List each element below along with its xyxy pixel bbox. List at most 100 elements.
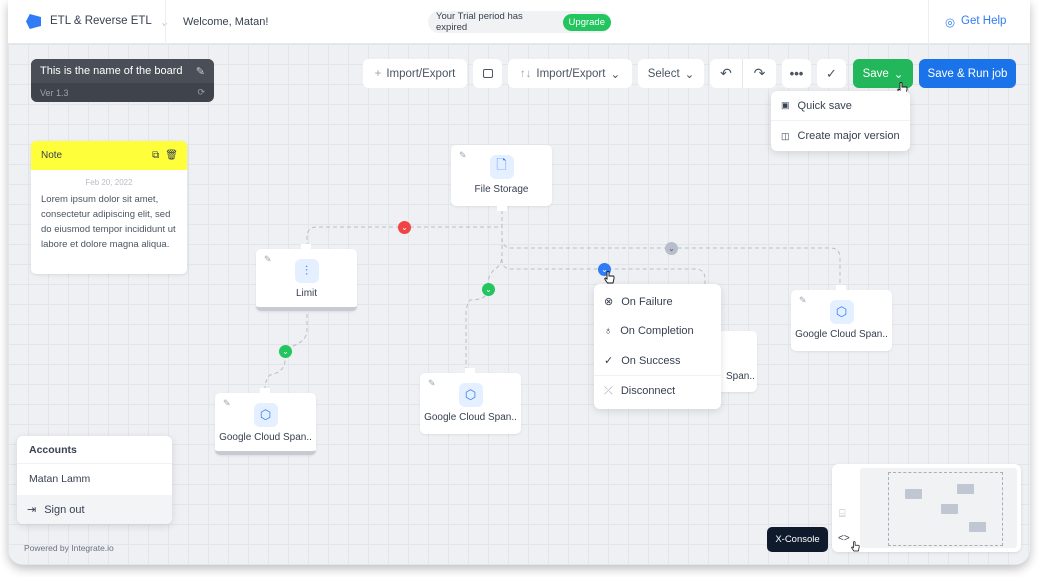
node-port[interactable] <box>497 205 507 211</box>
comment-icon <box>482 69 493 78</box>
menu-label: On Success <box>621 354 681 367</box>
node-port <box>301 244 311 250</box>
app-switcher[interactable]: ETL & Reverse ETL⌄ <box>50 15 169 29</box>
edge-file-limit <box>306 210 503 245</box>
quick-save-item[interactable]: ▣ Quick save <box>771 91 910 121</box>
failure-connector-marker[interactable]: ⌄ <box>398 221 411 234</box>
button-label: Import/Export <box>386 67 456 80</box>
on-success-item[interactable]: ✓ On Success <box>594 346 721 376</box>
node-label: Google Cloud Span.. <box>795 329 888 340</box>
x-circle-icon: ⊗ <box>604 296 614 308</box>
menu-label: Disconnect <box>620 385 676 397</box>
button-label: Save & Run job <box>927 67 1008 80</box>
code-icon[interactable]: <> <box>838 533 850 544</box>
redo-icon: ↷ <box>753 65 766 81</box>
spanner-icon: ⬡ <box>253 403 278 427</box>
redo-button[interactable]: ↷ <box>743 59 776 88</box>
spanner-icon: ⬡ <box>829 300 854 324</box>
minimap-viewport[interactable] <box>888 472 1003 546</box>
note-card[interactable]: Note ⧉🗑 Feb 20, 2022 Lorem ipsum dolor s… <box>31 141 187 274</box>
powered-by: Powered by Integrate.io <box>24 543 114 553</box>
sign-out-item[interactable]: ⇥ Sign out <box>17 495 172 524</box>
chevron-down-icon: ⌄ <box>160 15 170 29</box>
import-export-dropdown[interactable]: ↑↓Import/Export⌄ <box>508 59 632 88</box>
save-menu: ▣ Quick save ◫Create major version <box>771 91 910 151</box>
award-icon: ♁ <box>604 325 613 337</box>
node-label: Limit <box>295 288 318 299</box>
edit-icon[interactable]: ✎ <box>223 398 231 408</box>
menu-label: Quick save <box>797 99 852 112</box>
minimap-node <box>941 504 958 514</box>
trial-text: Your Trial period has expired <box>436 11 523 33</box>
undo-button[interactable]: ↶ <box>710 59 743 88</box>
button-label: Select <box>647 67 680 80</box>
on-completion-item[interactable]: ♁On Completion <box>594 316 721 346</box>
select-dropdown[interactable]: Select ⌄ <box>638 59 704 88</box>
node-file-storage[interactable]: ✎ 🗋 File Storage <box>451 145 552 206</box>
node-port <box>836 285 846 291</box>
divider <box>165 0 166 44</box>
add-import-export-button[interactable]: + Import/Export <box>363 59 467 88</box>
align-icon[interactable]: ⌸ <box>839 508 846 520</box>
node-limit[interactable]: ✎⫶Limit <box>256 244 357 311</box>
upgrade-button[interactable]: Upgrade <box>562 13 611 31</box>
note-title: Note <box>41 150 63 161</box>
welcome-text: Welcome, Matan! <box>183 16 269 28</box>
copy-icon[interactable]: ⧉ <box>152 150 160 161</box>
file-icon: 🗋 <box>489 155 514 179</box>
minimap-node <box>969 522 986 532</box>
create-major-version-item[interactable]: ◫Create major version <box>771 121 910 151</box>
check-circle-icon: ✓ <box>604 355 614 367</box>
on-failure-item[interactable]: ⊗On Failure <box>594 287 721 316</box>
save-run-button[interactable]: Save & Run job <box>919 59 1016 88</box>
board-title-panel: This is the name of the board✎ Ver 1.3⟳ <box>31 59 214 102</box>
edit-icon[interactable]: ✎ <box>264 254 272 264</box>
node-port <box>260 388 270 394</box>
sign-out-icon: ⇥ <box>27 504 37 516</box>
disconnect-item[interactable]: ⤫Disconnect <box>594 376 721 406</box>
xconsole-tooltip: X-Console <box>767 527 828 552</box>
active-connector-marker[interactable]: ⌄ <box>598 263 611 276</box>
comment-button[interactable] <box>473 59 502 88</box>
undo-icon: ↶ <box>720 65 732 81</box>
node-port <box>465 368 475 374</box>
edge-file-gcs2 <box>465 210 503 370</box>
node-google-cloud-spanner-4[interactable]: ✎ ⬡ Google Cloud Span.. <box>791 285 892 351</box>
minimap-node <box>905 489 922 499</box>
node-label: File Storage <box>474 184 529 195</box>
get-help-label: Get Help <box>961 15 1007 27</box>
success-connector-marker[interactable]: ⌄ <box>482 283 495 296</box>
node-google-cloud-spanner-1[interactable]: ✎⬡Google Cloud Span.. <box>215 388 316 455</box>
header: ETL & Reverse ETL⌄ Welcome, Matan! Your … <box>8 0 1030 44</box>
node-label: Google Cloud Span.. <box>424 412 517 423</box>
validate-button[interactable]: ✓ <box>817 59 846 88</box>
divider <box>928 0 929 44</box>
get-help-button[interactable]: ◎Get Help <box>945 15 1006 29</box>
minimap[interactable]: ⌸ <> <box>832 464 1021 552</box>
trash-icon[interactable]: 🗑 <box>165 150 178 161</box>
save-icon: ▣ <box>781 100 790 110</box>
edit-icon[interactable]: ✎ <box>459 150 467 160</box>
edit-icon[interactable]: ✎ <box>195 65 205 78</box>
completion-connector-marker[interactable]: ⌄ <box>665 242 678 255</box>
check-circle-icon: ✓ <box>826 65 837 81</box>
chevron-down-icon: ⌄ <box>893 68 904 81</box>
minimap-node <box>957 484 974 494</box>
edit-icon[interactable]: ✎ <box>799 295 807 305</box>
refresh-icon[interactable]: ⟳ <box>197 87 205 97</box>
more-icon: ••• <box>789 66 804 81</box>
more-button[interactable]: ••• <box>782 59 811 88</box>
chevron-down-icon: ⌄ <box>684 68 695 81</box>
save-button[interactable]: Save⌄ <box>853 59 913 88</box>
node-google-cloud-spanner-2[interactable]: ✎⬡Google Cloud Span.. <box>420 368 521 434</box>
logo-icon <box>26 14 41 29</box>
version-icon: ◫ <box>781 130 790 141</box>
edit-icon[interactable]: ✎ <box>428 378 436 388</box>
menu-label: Sign out <box>44 503 85 516</box>
success-connector-marker[interactable]: ⌄ <box>279 345 292 358</box>
sort-arrows-icon: ↑↓ <box>519 67 532 80</box>
trial-banner: Your Trial period has expired Upgrade <box>428 11 611 33</box>
note-body: Lorem ipsum dolor sit amet, consectetur … <box>41 194 176 250</box>
plus-icon: + <box>374 67 382 80</box>
account-item[interactable]: Matan Lamm <box>29 473 91 485</box>
